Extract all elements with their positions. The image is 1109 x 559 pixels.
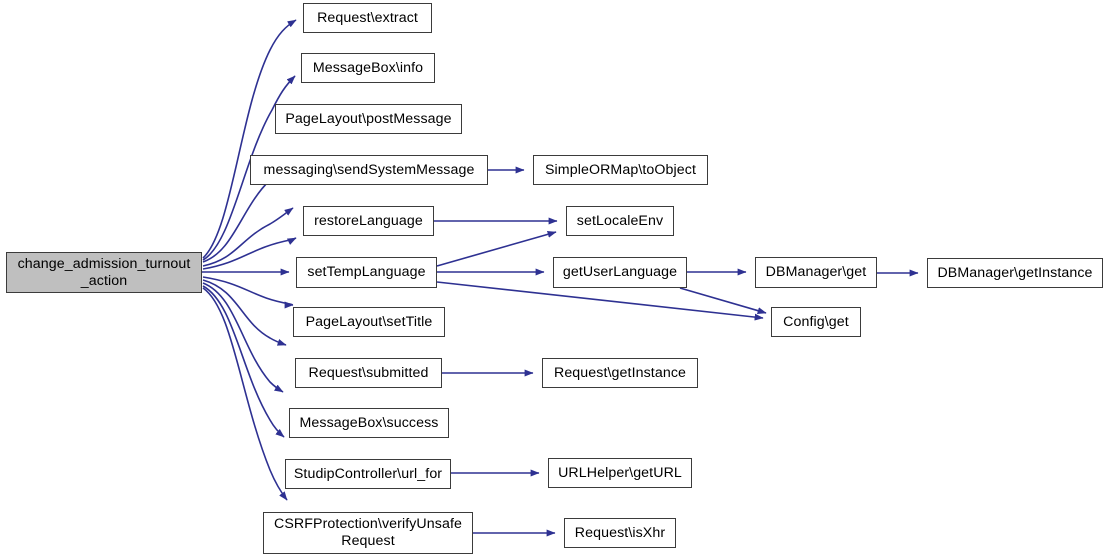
node-label-messaging_sendsystemmessage: messaging\sendSystemMessage <box>263 161 475 178</box>
node-simpleormap_toobject[interactable]: SimpleORMap\toObject <box>533 155 708 185</box>
node-restorelanguage[interactable]: restoreLanguage <box>303 206 434 236</box>
node-csrfprotection_verifyunsaferequest[interactable]: CSRFProtection\verifyUnsafe Request <box>263 512 473 554</box>
node-label-dbmanager_getinstance: DBManager\getInstance <box>937 264 1093 281</box>
node-label-request_submitted: Request\submitted <box>308 364 429 381</box>
node-request_extract[interactable]: Request\extract <box>303 3 432 33</box>
node-request_submitted[interactable]: Request\submitted <box>295 358 442 388</box>
node-label-settemplanguage: setTempLanguage <box>307 264 426 280</box>
node-label-dbmanager_get: DBManager\get <box>765 264 867 280</box>
node-root[interactable]: change_admission_turnout _action <box>6 252 202 293</box>
node-label-setlocaleenv: setLocaleEnv <box>576 212 664 229</box>
node-label-request_getinstance: Request\getInstance <box>553 364 687 381</box>
node-label-studipcontroller_url_for: StudipController\url_for <box>293 465 443 482</box>
node-urlhelper_geturl[interactable]: URLHelper\getURL <box>548 458 692 488</box>
node-label-pagelayout_postmessage: PageLayout\postMessage <box>285 110 452 127</box>
node-setlocaleenv[interactable]: setLocaleEnv <box>566 206 674 236</box>
node-messagebox_info[interactable]: MessageBox\info <box>301 53 435 83</box>
node-settemplanguage[interactable]: setTempLanguage <box>296 257 437 288</box>
node-messagebox_success[interactable]: MessageBox\success <box>289 408 449 438</box>
node-pagelayout_settitle[interactable]: PageLayout\setTitle <box>293 307 445 337</box>
node-dbmanager_getinstance[interactable]: DBManager\getInstance <box>927 258 1103 288</box>
node-label-csrfprotection_verifyunsaferequest: CSRFProtection\verifyUnsafe Request <box>274 516 462 549</box>
node-request_getinstance[interactable]: Request\getInstance <box>542 358 698 388</box>
node-label-restorelanguage: restoreLanguage <box>314 212 423 229</box>
node-getuserlanguage[interactable]: getUserLanguage <box>553 257 687 288</box>
node-request_isxhr[interactable]: Request\isXhr <box>564 518 676 548</box>
node-label-request_extract: Request\extract <box>317 9 418 26</box>
node-label-urlhelper_geturl: URLHelper\getURL <box>558 464 682 481</box>
node-studipcontroller_url_for[interactable]: StudipController\url_for <box>285 459 451 489</box>
node-label-simpleormap_toobject: SimpleORMap\toObject <box>544 161 697 178</box>
node-label-request_isxhr: Request\isXhr <box>574 524 666 541</box>
node-label-messagebox_success: MessageBox\success <box>299 414 439 431</box>
node-label-pagelayout_settitle: PageLayout\setTitle <box>305 313 433 330</box>
node-config_get[interactable]: Config\get <box>771 307 861 337</box>
node-pagelayout_postmessage[interactable]: PageLayout\postMessage <box>275 104 462 134</box>
node-label-getuserlanguage: getUserLanguage <box>562 264 678 280</box>
node-messaging_sendsystemmessage[interactable]: messaging\sendSystemMessage <box>250 155 488 185</box>
node-dbmanager_get[interactable]: DBManager\get <box>755 257 877 288</box>
node-label-root: change_admission_turnout _action <box>17 255 191 289</box>
node-label-messagebox_info: MessageBox\info <box>312 59 424 76</box>
node-label-config_get: Config\get <box>783 313 849 330</box>
